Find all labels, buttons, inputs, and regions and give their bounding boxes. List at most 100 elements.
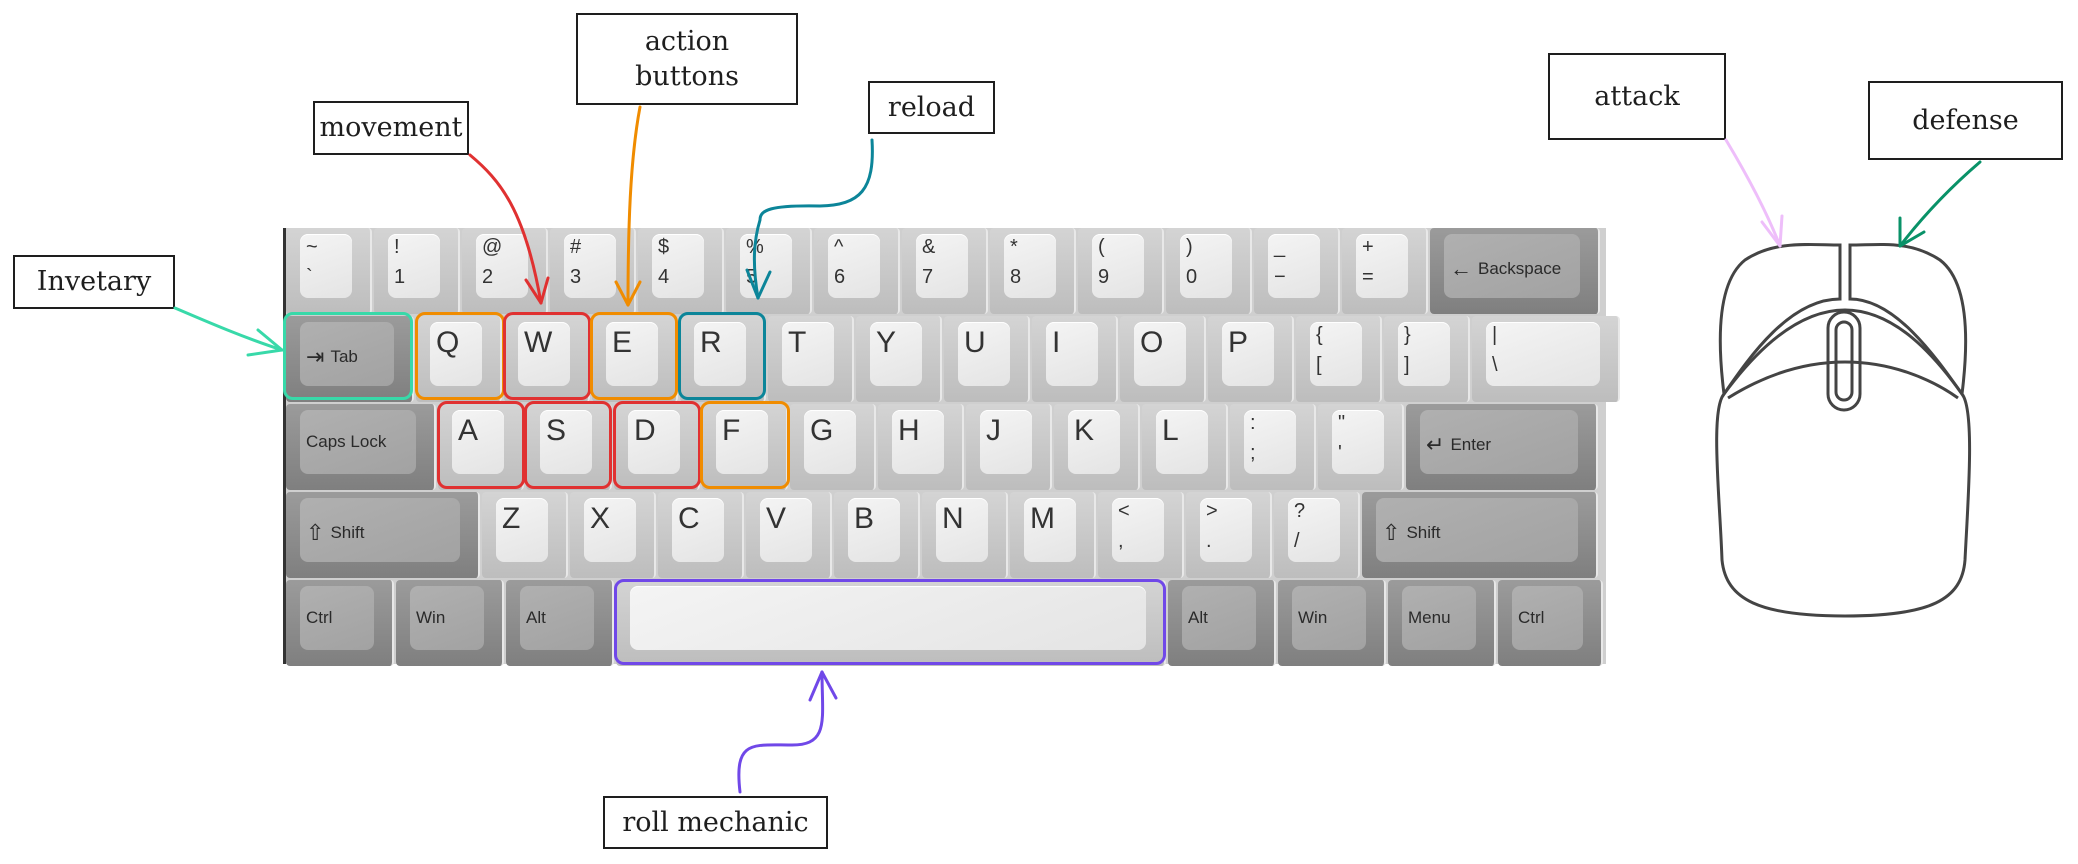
key-label-bot: − xyxy=(1274,266,1286,288)
key-k: K xyxy=(1054,404,1140,490)
key-icon: ↵ xyxy=(1426,432,1445,457)
key-label: Shift xyxy=(330,523,365,542)
key-label: U xyxy=(964,326,986,359)
key-label-top: ^ xyxy=(834,236,844,258)
key-g: G xyxy=(790,404,876,490)
key-label-top: ? xyxy=(1294,500,1306,522)
key-symbol: !1 xyxy=(374,228,460,314)
key-label-top: _ xyxy=(1274,236,1286,258)
key-w: W xyxy=(504,316,590,402)
key-label: E xyxy=(612,326,633,359)
key-label: Shift xyxy=(1406,523,1441,542)
key-symbol: &7 xyxy=(902,228,988,314)
action-callout: action buttons xyxy=(576,13,798,105)
key-caps-lock: Caps Lock xyxy=(286,404,436,490)
key-symbol: ?/ xyxy=(1274,492,1360,578)
key-label-bot: . xyxy=(1206,530,1212,552)
key-shift: ⇧Shift xyxy=(1362,492,1598,578)
key-shift: ⇧Shift xyxy=(286,492,480,578)
key-label: G xyxy=(810,414,834,447)
key-symbol: >. xyxy=(1186,492,1272,578)
key-label-bot: 5 xyxy=(746,266,758,288)
reload-arrow xyxy=(745,138,874,300)
key-symbol: *8 xyxy=(990,228,1076,314)
key-label-bot: 8 xyxy=(1010,266,1022,288)
defense-callout: defense xyxy=(1868,81,2063,160)
key-label-top: " xyxy=(1338,412,1346,434)
key-symbol: _− xyxy=(1254,228,1340,314)
key-label-top: + xyxy=(1362,236,1374,258)
key-label: O xyxy=(1140,326,1164,359)
reload-callout: reload xyxy=(868,81,995,134)
key-symbol: ~` xyxy=(286,228,372,314)
key-u: U xyxy=(944,316,1030,402)
key-label-top: > xyxy=(1206,500,1218,522)
key-alt: Alt xyxy=(1168,580,1276,666)
key-label: S xyxy=(546,414,567,447)
key-symbol: )0 xyxy=(1166,228,1252,314)
movement-arrow xyxy=(468,153,550,305)
key-enter: ↵ Enter xyxy=(1406,404,1598,490)
key-symbol: {[ xyxy=(1296,316,1382,402)
key-label-bot: , xyxy=(1118,530,1124,552)
key-label: A xyxy=(458,414,479,447)
key-label-bot: 7 xyxy=(922,266,934,288)
key-symbol: }] xyxy=(1384,316,1470,402)
key-label-top: ~ xyxy=(306,236,318,258)
key-menu: Menu xyxy=(1388,580,1496,666)
key-label-top: : xyxy=(1250,412,1256,434)
key-label: R xyxy=(700,326,722,359)
key-label: Win xyxy=(1298,608,1328,627)
key-win: Win xyxy=(1278,580,1386,666)
key-p: P xyxy=(1208,316,1294,402)
key-label-bot: 0 xyxy=(1186,266,1198,288)
key-label-top: { xyxy=(1316,324,1323,346)
key-symbol: $4 xyxy=(638,228,724,314)
key-r: R xyxy=(680,316,766,402)
key-label: Z xyxy=(502,502,521,535)
key-label-top: < xyxy=(1118,500,1130,522)
key-label: M xyxy=(1030,502,1055,535)
key-label: V xyxy=(766,502,787,535)
key-symbol: "' xyxy=(1318,404,1404,490)
inventory-callout: Invetary xyxy=(13,255,175,309)
key-label-top: & xyxy=(922,236,936,258)
key-label: Tab xyxy=(330,347,358,366)
key-label: N xyxy=(942,502,964,535)
key-l: L xyxy=(1142,404,1228,490)
key-label-top: ) xyxy=(1186,236,1193,258)
key-label-top: ( xyxy=(1098,236,1105,258)
key-label: W xyxy=(524,326,553,359)
key-label-bot: ] xyxy=(1404,354,1410,376)
key-label: L xyxy=(1162,414,1179,447)
key-label: H xyxy=(898,414,920,447)
key-label: Enter xyxy=(1450,435,1492,454)
key-label-bot: ' xyxy=(1338,442,1342,464)
key-symbol: <, xyxy=(1098,492,1184,578)
key-label-top: @ xyxy=(482,236,503,258)
key-label-top: | xyxy=(1492,324,1498,346)
key-icon: ← xyxy=(1450,256,1472,281)
key-v: V xyxy=(746,492,832,578)
key-label: Alt xyxy=(526,608,546,627)
key-symbol: :; xyxy=(1230,404,1316,490)
key-o: O xyxy=(1120,316,1206,402)
key-icon: ⇥ xyxy=(306,344,325,369)
attack-callout: attack xyxy=(1548,53,1726,140)
key-label: T xyxy=(788,326,807,359)
key-label-bot: / xyxy=(1294,530,1300,552)
key-y: Y xyxy=(856,316,942,402)
key-label: Caps Lock xyxy=(306,432,387,451)
key-ctrl: Ctrl xyxy=(1498,580,1603,666)
key-a: A xyxy=(438,404,524,490)
key-h: H xyxy=(878,404,964,490)
key-alt: Alt xyxy=(506,580,614,666)
key-t: T xyxy=(768,316,854,402)
key-symbol: += xyxy=(1342,228,1428,314)
key-label-bot: ` xyxy=(306,266,313,288)
key-e: E xyxy=(592,316,678,402)
key-label: J xyxy=(986,414,1001,447)
key-label-bot: 4 xyxy=(658,266,670,288)
key-label-bot: ; xyxy=(1250,442,1256,464)
